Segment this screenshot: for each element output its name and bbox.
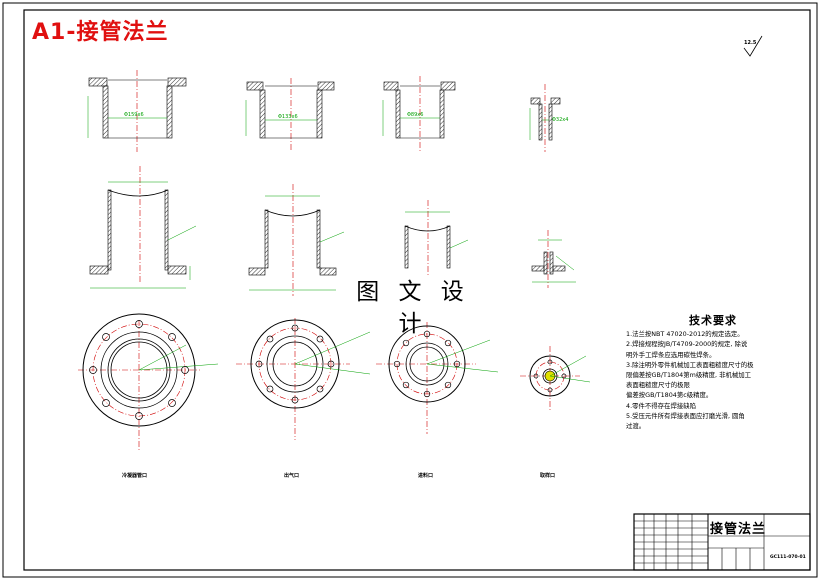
view1-dim-label: Φ159x6 xyxy=(124,112,144,118)
view4-dim-label: Φ32x4 xyxy=(552,117,568,123)
plan4-flange xyxy=(520,346,591,410)
title-block-code: GC111-070-01 xyxy=(770,555,806,560)
view-caption-2: 出气口 xyxy=(284,473,300,479)
tech-requirements: 技术要求 1.法兰按NBT 47020-2012的规定选定。 2.焊接规程按JB… xyxy=(626,315,808,431)
drawing-title: A1-接管法兰 xyxy=(32,20,169,45)
title-block xyxy=(633,513,811,571)
view-caption-3: 进料口 xyxy=(418,473,434,479)
tech-line: 2.焊接规程按JB/T4709-2000的规定, 除说 xyxy=(626,340,748,349)
plan2-flange xyxy=(236,318,371,440)
plan3-flange xyxy=(376,322,499,434)
view4-section: Φ32x4 xyxy=(529,84,568,152)
detail4-pipe xyxy=(531,230,576,288)
view2-dim-label: Φ133x6 xyxy=(278,114,298,120)
tech-requirements-title: 技术要求 xyxy=(689,314,737,327)
tech-line: 1.法兰按NBT 47020-2012的规定选定。 xyxy=(626,330,744,339)
view1-section: Φ159x6 xyxy=(87,70,187,152)
title-block-name: 接管法兰 xyxy=(710,522,767,537)
view-caption-4: 取样口 xyxy=(540,473,556,479)
inner-border xyxy=(23,9,811,571)
tech-line: 明外手工焊条应选用碳性焊条。 xyxy=(626,350,716,359)
watermark-text: 图 文 设 计 xyxy=(338,276,488,337)
detail3-pipe xyxy=(404,200,469,286)
tech-line: 偏差按GB/T1804第c级精度。 xyxy=(626,391,713,400)
detail1-pipe xyxy=(89,166,197,289)
tech-line: 过渡。 xyxy=(626,422,646,431)
view3-dim-label: Φ89x6 xyxy=(407,112,423,118)
detail2-pipe xyxy=(248,184,345,296)
tech-line: 表面粗糙度尺寸的极限 xyxy=(626,381,690,390)
roughness-symbol xyxy=(743,35,763,57)
view3-section: Φ89x6 xyxy=(382,76,456,152)
tech-line: 4.零件不得存在焊接缺陷 xyxy=(626,401,697,410)
tech-line: 限偏差按GB/T1804第m级精度, 非机械加工 xyxy=(626,371,752,380)
view2-section: Φ133x6 xyxy=(245,78,335,152)
plan1-flange xyxy=(78,313,219,450)
view-caption-1: 冷凝器管口 xyxy=(122,473,148,479)
roughness-value: 12.5 xyxy=(744,40,757,46)
tech-line: 3.除注明外零件机械加工表面粗糙度尺寸的极 xyxy=(626,360,754,369)
tech-line: 5.受压元件所有焊接表面应打磨光滑, 圆角 xyxy=(626,411,745,420)
